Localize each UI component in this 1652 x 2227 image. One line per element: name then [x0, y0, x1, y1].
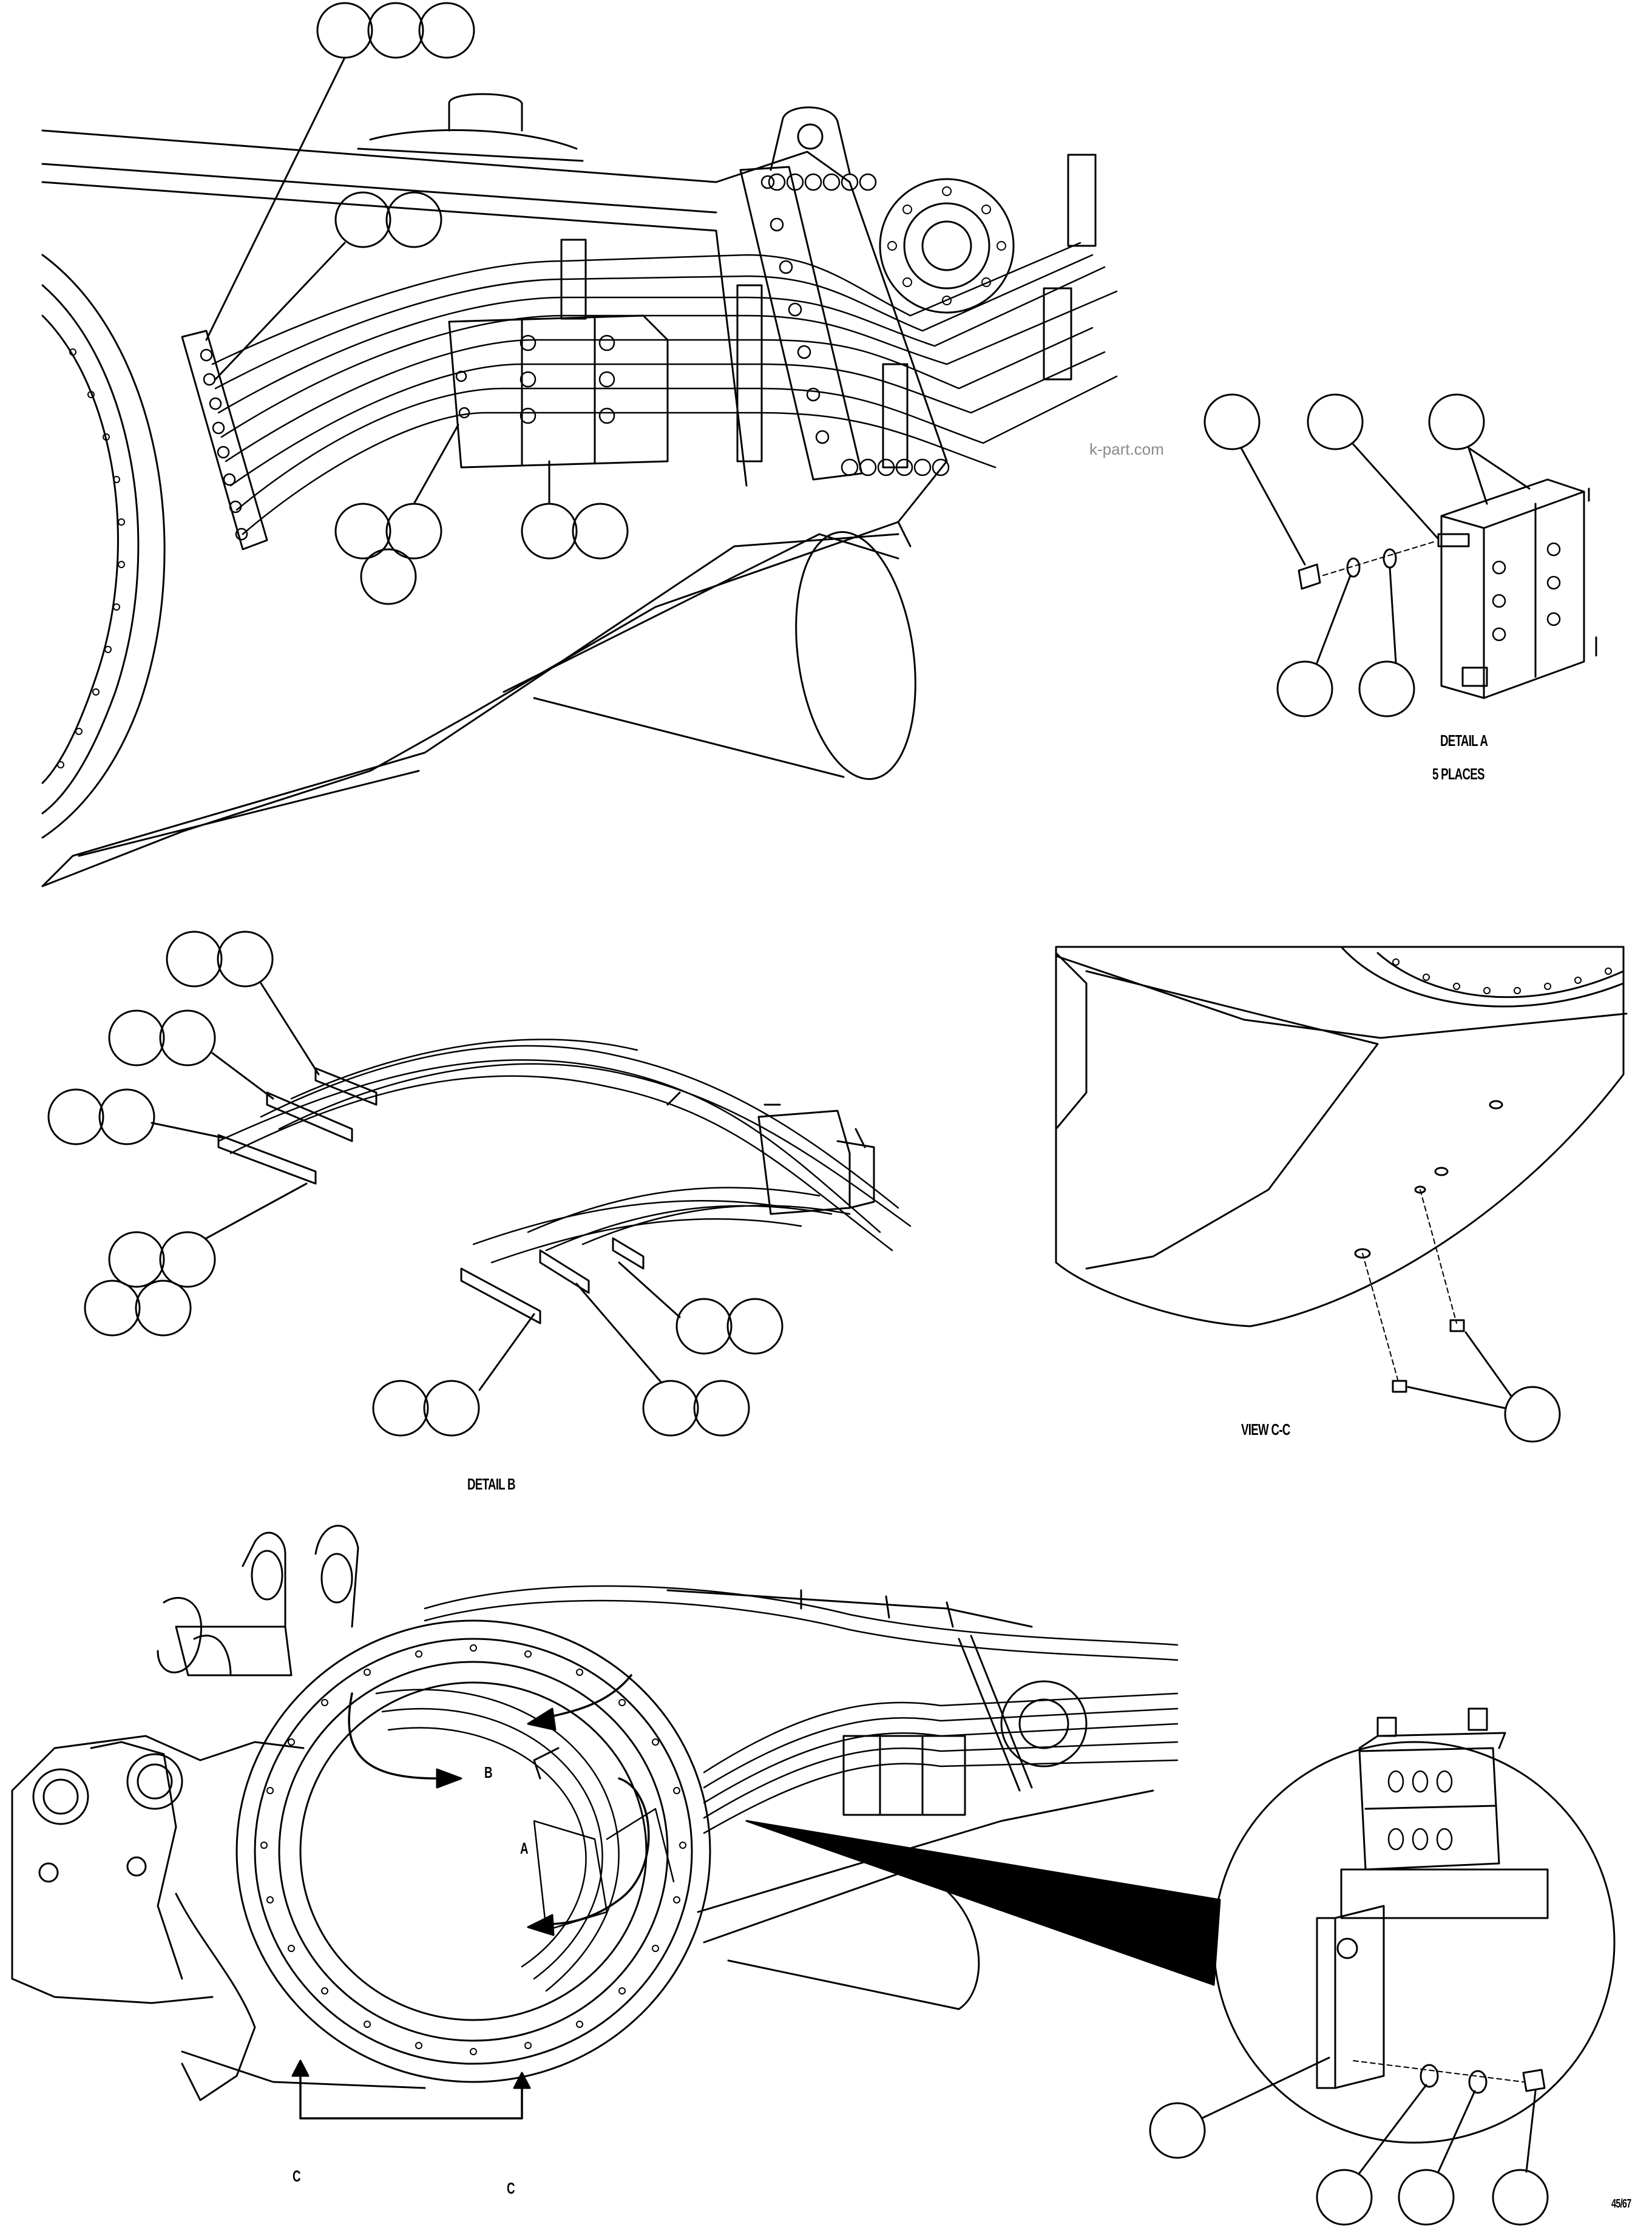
view-cc — [1055, 946, 1628, 1443]
detail-a-places-caption: 5 PLACES — [1432, 765, 1485, 783]
watermark-text: k-part.com — [1089, 440, 1164, 458]
arrow-label-a: A — [520, 1839, 529, 1857]
section-label-c-right: C — [507, 2179, 515, 2197]
bottom-assembly-view — [11, 1525, 1616, 2226]
detail-b-view — [47, 930, 912, 1437]
section-label-c-left: C — [293, 2167, 301, 2185]
detail-a-view — [1203, 393, 1597, 717]
top-assembly-view — [41, 93, 1118, 887]
detail-a-caption: DETAIL A — [1440, 731, 1488, 750]
arrow-label-b: B — [484, 1763, 493, 1781]
view-cc-caption: VIEW C-C — [1241, 1420, 1290, 1439]
detail-b-caption: DETAIL B — [467, 1475, 516, 1493]
callout-group-top — [205, 2, 629, 605]
page-code: 45/67 — [1611, 2197, 1631, 2211]
